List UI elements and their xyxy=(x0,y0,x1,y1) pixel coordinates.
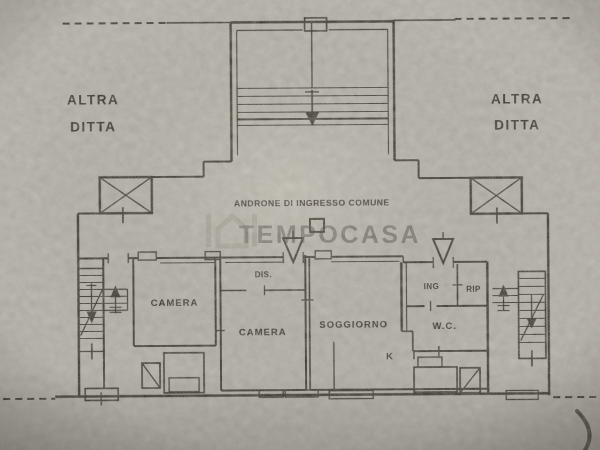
floor-plan-drawing: ALTRA DITTA ALTRA DITTA ANDRONE DI INGRE… xyxy=(0,0,600,450)
photo-bottom-shadow xyxy=(0,0,600,450)
floor-plan-photo: ALTRA DITTA ALTRA DITTA ANDRONE DI INGRE… xyxy=(0,0,600,450)
